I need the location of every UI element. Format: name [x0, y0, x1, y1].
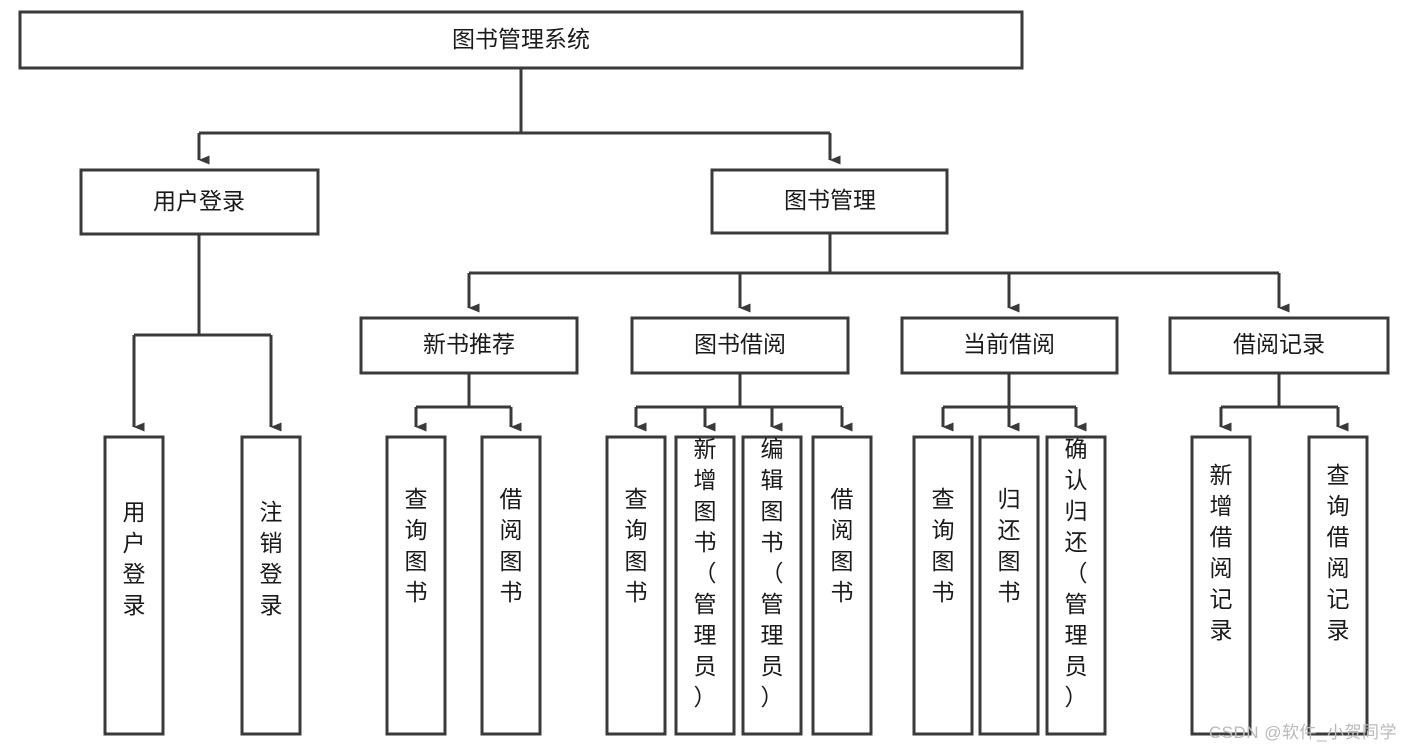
leaf-user-login-1[interactable]: 用户登录 [103, 435, 165, 736]
leaf-recommend-2[interactable]: 借阅图书 [480, 435, 542, 736]
node-current-borrow-box [900, 316, 1119, 375]
leaf-current-borrow-1-label: 查询图书 [932, 486, 955, 605]
node-user-login-label: 用户登录 [153, 188, 245, 214]
node-root-system-label: 图书管理系统 [452, 26, 590, 52]
leaf-current-borrow-1[interactable]: 查询图书 [912, 435, 974, 736]
node-user-login[interactable]: 用户登录 [79, 168, 320, 236]
leaf-current-borrow-3[interactable]: 确认归还（管理员） [1045, 435, 1107, 736]
leaf-borrow-record-2[interactable]: 查询借阅记录 [1307, 435, 1369, 736]
leaf-borrow-record-1[interactable]: 新增借阅记录 [1190, 435, 1252, 736]
node-book-manage-box [710, 168, 949, 235]
leaf-recommend-1-label: 查询图书 [405, 486, 428, 605]
leaf-recommend-1[interactable]: 查询图书 [385, 435, 447, 736]
csdn-watermark: CSDN @软件_小贺同学 [1208, 723, 1397, 742]
node-borrow-record-label: 借阅记录 [1233, 331, 1325, 357]
leaf-book-borrow-1-box [605, 435, 667, 736]
node-new-book-recommend-box [359, 316, 579, 375]
leaf-recommend-1-box [385, 435, 447, 736]
node-root-system-box [18, 10, 1024, 70]
leaf-book-borrow-2-box [674, 435, 736, 736]
leaf-user-login-1-label: 用户登录 [123, 499, 146, 618]
node-book-borrow-label: 图书借阅 [694, 331, 786, 357]
leaf-borrow-record-1-box [1190, 435, 1252, 736]
node-book-borrow-box [630, 316, 850, 375]
node-user-login-box [79, 168, 320, 236]
node-borrow-record[interactable]: 借阅记录 [1168, 316, 1390, 375]
leaf-borrow-record-2-label: 查询借阅记录 [1327, 462, 1350, 643]
leaf-current-borrow-2-label: 归还图书 [998, 486, 1021, 605]
leaf-current-borrow-1-box [912, 435, 974, 736]
leaf-user-login-1-box [103, 435, 165, 736]
node-root-system[interactable]: 图书管理系统 [18, 10, 1024, 70]
leaf-book-borrow-1[interactable]: 查询图书 [605, 435, 667, 736]
node-book-manage-label: 图书管理 [784, 187, 876, 213]
leaf-book-borrow-4-box [811, 435, 873, 736]
node-book-borrow[interactable]: 图书借阅 [630, 316, 850, 375]
node-borrow-record-box [1168, 316, 1390, 375]
node-current-borrow-label: 当前借阅 [963, 331, 1055, 357]
leaf-user-login-2[interactable]: 注销登录 [240, 435, 302, 736]
leaf-recommend-2-label: 借阅图书 [500, 486, 523, 605]
node-new-book-recommend[interactable]: 新书推荐 [359, 316, 579, 375]
leaf-book-borrow-3-box [741, 435, 803, 736]
leaf-book-borrow-1-label: 查询图书 [625, 486, 648, 605]
node-current-borrow[interactable]: 当前借阅 [900, 316, 1119, 375]
node-new-book-recommend-label: 新书推荐 [423, 331, 515, 357]
leaf-borrow-record-1-label: 新增借阅记录 [1210, 462, 1233, 643]
leaf-book-borrow-3[interactable]: 编辑图书（管理员） [741, 435, 803, 736]
leaf-current-borrow-3-box [1045, 435, 1107, 736]
node-book-manage[interactable]: 图书管理 [710, 168, 949, 235]
leaf-book-borrow-4[interactable]: 借阅图书 [811, 435, 873, 736]
leaf-borrow-record-2-box [1307, 435, 1369, 736]
leaf-user-login-2-label: 注销登录 [260, 499, 283, 618]
leaf-book-borrow-2-label: 新增图书（管理员） [694, 436, 717, 710]
connector-group [132, 68, 1349, 432]
leaf-current-borrow-3-label: 确认归还（管理员） [1065, 436, 1088, 710]
leaf-book-borrow-4-label: 借阅图书 [831, 486, 854, 605]
leaf-book-borrow-3-label: 编辑图书（管理员） [761, 436, 784, 710]
leaf-recommend-2-box [480, 435, 542, 736]
leaf-current-borrow-2[interactable]: 归还图书 [978, 435, 1040, 736]
leaf-user-login-2-box [240, 435, 302, 736]
leaf-book-borrow-2[interactable]: 新增图书（管理员） [674, 435, 736, 736]
leaf-current-borrow-2-box [978, 435, 1040, 736]
